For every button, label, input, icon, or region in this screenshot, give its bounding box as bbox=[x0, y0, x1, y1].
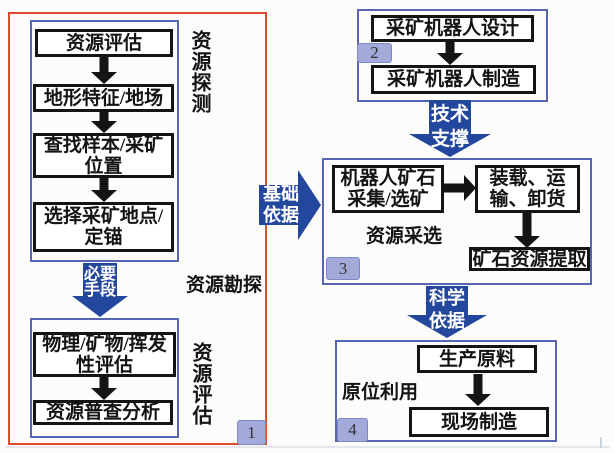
badge-1: 1 bbox=[237, 420, 266, 445]
arrow-down-icon bbox=[437, 41, 463, 65]
in-situ-use-group bbox=[335, 340, 557, 442]
badge-2: 2 bbox=[357, 43, 392, 63]
arrow-down-icon bbox=[91, 57, 117, 84]
label-resource-assessment: 资源评估 bbox=[189, 342, 211, 426]
flow-box-raw-material: 生产原料 bbox=[417, 345, 537, 373]
arrow-down-icon bbox=[91, 112, 117, 133]
badge-3: 3 bbox=[326, 257, 360, 280]
flow-box-site-anchor: 选择采矿地点/ 定锚 bbox=[33, 202, 174, 252]
arrow-down-icon bbox=[465, 374, 491, 406]
flow-box-load-transport: 装载、运 输、卸货 bbox=[475, 165, 580, 213]
flow-box-sample-site: 查找样本/采矿 位置 bbox=[33, 133, 174, 178]
arrow-label: 技术 支撑 bbox=[430, 104, 469, 150]
flow-box-robot-manufacture: 采矿机器人制造 bbox=[371, 65, 536, 94]
flow-box-phys-mineral: 物理/矿物/挥发 性评估 bbox=[33, 332, 176, 377]
arrow-down-icon bbox=[91, 178, 117, 202]
resource-assessment-group bbox=[30, 318, 179, 438]
resource-detection-group bbox=[30, 20, 179, 262]
label-resource-exploration: 资源勘探 bbox=[185, 275, 262, 296]
flow-box-ore-extract: 矿石资源提取 bbox=[469, 247, 590, 271]
basic-basis-arrow-icon: 基础 依据 bbox=[259, 170, 321, 240]
flow-box-terrain: 地形特征/地场 bbox=[33, 84, 174, 112]
arrow-down-icon bbox=[514, 213, 540, 248]
label-in-situ-use: 原位利用 bbox=[341, 382, 418, 403]
flow-box-resource-assess: 资源评估 bbox=[35, 29, 173, 57]
page-divider-line bbox=[5, 446, 610, 448]
label-resource-detection: 资源探测 bbox=[188, 30, 210, 114]
resource-mining-group bbox=[322, 158, 592, 285]
label-resource-mining: 资源采选 bbox=[365, 226, 442, 247]
arrow-right-icon bbox=[444, 175, 476, 201]
arrow-down-icon bbox=[91, 377, 117, 400]
tech-support-arrow-icon: 技术 支撑 bbox=[409, 100, 491, 157]
page-tick-line bbox=[600, 437, 602, 448]
flow-box-survey-analysis: 资源普查分析 bbox=[33, 400, 173, 425]
necessary-means-arrow-icon: 必要 手段 bbox=[72, 263, 128, 317]
flow-box-onsite-manufacture: 现场制造 bbox=[409, 407, 549, 437]
scientific-basis-arrow-icon: 科学 依据 bbox=[407, 286, 487, 338]
badge-4: 4 bbox=[337, 418, 368, 442]
phase1-red-frame bbox=[8, 12, 267, 445]
flow-box-robot-collect: 机器人矿石 采集/选矿 bbox=[332, 165, 444, 213]
arrow-label: 基础 依据 bbox=[263, 184, 299, 225]
flow-box-robot-design: 采矿机器人设计 bbox=[371, 15, 534, 42]
arrow-label: 必要 手段 bbox=[83, 266, 116, 299]
arrow-label: 科学 依据 bbox=[429, 288, 465, 331]
